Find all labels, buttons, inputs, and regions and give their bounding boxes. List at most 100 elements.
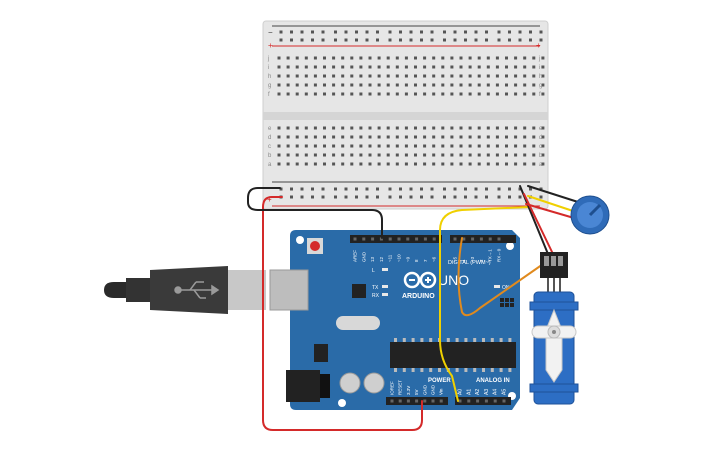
breadboard-hole[interactable] xyxy=(423,74,427,78)
breadboard-hole[interactable] xyxy=(432,65,436,69)
digital-pin[interactable] xyxy=(423,237,427,241)
rail-hole[interactable] xyxy=(376,30,379,34)
breadboard-hole[interactable] xyxy=(295,56,299,60)
breadboard-hole[interactable] xyxy=(313,144,317,148)
breadboard-hole[interactable] xyxy=(532,56,536,60)
rail-hole[interactable] xyxy=(497,30,501,34)
breadboard-hole[interactable] xyxy=(532,126,536,130)
breadboard-hole[interactable] xyxy=(450,83,454,87)
breadboard-hole[interactable] xyxy=(432,92,436,96)
breadboard-hole[interactable] xyxy=(295,135,299,139)
rail-hole[interactable] xyxy=(311,30,314,34)
wire-pwm-orange[interactable] xyxy=(457,237,547,317)
breadboard-hole[interactable] xyxy=(359,126,363,130)
breadboard-hole[interactable] xyxy=(486,162,490,166)
rail-hole[interactable] xyxy=(539,195,543,199)
breadboard-hole[interactable] xyxy=(477,83,481,87)
rail-hole[interactable] xyxy=(485,195,488,199)
breadboard-hole[interactable] xyxy=(505,65,508,69)
power-pin[interactable] xyxy=(431,399,435,403)
rail-hole[interactable] xyxy=(388,187,392,191)
breadboard-hole[interactable] xyxy=(541,135,545,139)
rail-hole[interactable] xyxy=(279,38,283,42)
breadboard-hole[interactable] xyxy=(423,153,427,157)
breadboard-hole[interactable] xyxy=(414,126,417,130)
rail-hole[interactable] xyxy=(529,30,532,34)
usb-cable[interactable] xyxy=(104,266,266,314)
breadboard-hole[interactable] xyxy=(332,83,336,87)
rail-hole[interactable] xyxy=(430,195,434,199)
breadboard-hole[interactable] xyxy=(323,65,326,69)
breadboard-hole[interactable] xyxy=(313,135,317,139)
breadboard-hole[interactable] xyxy=(332,74,336,78)
breadboard-hole[interactable] xyxy=(505,83,508,87)
rail-hole[interactable] xyxy=(365,30,369,34)
rail-hole[interactable] xyxy=(409,30,413,34)
digital-pin[interactable] xyxy=(406,237,410,241)
rail-hole[interactable] xyxy=(420,30,423,34)
breadboard-hole[interactable] xyxy=(341,144,345,148)
rail-hole[interactable] xyxy=(508,187,511,191)
breadboard-hole[interactable] xyxy=(368,162,372,166)
rail-hole[interactable] xyxy=(529,38,532,42)
breadboard-hole[interactable] xyxy=(423,144,427,148)
breadboard-hole[interactable] xyxy=(313,56,317,60)
breadboard-hole[interactable] xyxy=(368,65,372,69)
breadboard-hole[interactable] xyxy=(332,153,336,157)
breadboard-hole[interactable] xyxy=(323,162,326,166)
breadboard-hole[interactable] xyxy=(395,162,399,166)
breadboard-hole[interactable] xyxy=(341,65,345,69)
digital-pin-header[interactable] xyxy=(350,235,516,243)
breadboard-hole[interactable] xyxy=(450,153,454,157)
breadboard-hole[interactable] xyxy=(368,83,372,87)
analog-pin[interactable] xyxy=(467,399,471,403)
analog-pin[interactable] xyxy=(476,399,480,403)
breadboard-hole[interactable] xyxy=(532,144,536,148)
rail-hole[interactable] xyxy=(508,38,511,42)
breadboard-hole[interactable] xyxy=(414,83,417,87)
breadboard-hole[interactable] xyxy=(386,92,390,96)
breadboard-hole[interactable] xyxy=(341,56,345,60)
breadboard-hole[interactable] xyxy=(459,135,463,139)
breadboard-hole[interactable] xyxy=(441,126,445,130)
breadboard-hole[interactable] xyxy=(341,135,345,139)
breadboard-hole[interactable] xyxy=(486,144,490,148)
breadboard-hole[interactable] xyxy=(450,92,454,96)
rail-hole[interactable] xyxy=(420,38,423,42)
breadboard-hole[interactable] xyxy=(432,126,436,130)
breadboard-hole[interactable] xyxy=(286,135,290,139)
breadboard-hole[interactable] xyxy=(523,144,527,148)
breadboard-hole[interactable] xyxy=(395,74,399,78)
breadboard-hole[interactable] xyxy=(441,74,445,78)
breadboard-hole[interactable] xyxy=(341,83,345,87)
breadboard-hole[interactable] xyxy=(468,135,472,139)
breadboard-hole[interactable] xyxy=(450,74,454,78)
breadboard-hole[interactable] xyxy=(404,74,408,78)
breadboard-hole[interactable] xyxy=(395,153,399,157)
rail-hole[interactable] xyxy=(376,38,379,42)
breadboard-hole[interactable] xyxy=(477,144,481,148)
breadboard-hole[interactable] xyxy=(486,126,490,130)
rail-hole[interactable] xyxy=(321,195,325,199)
power-pin[interactable] xyxy=(398,399,402,403)
breadboard-hole[interactable] xyxy=(541,153,545,157)
power-pin[interactable] xyxy=(406,399,410,403)
rail-hole[interactable] xyxy=(497,195,501,199)
breadboard-hole[interactable] xyxy=(286,126,290,130)
breadboard-hole[interactable] xyxy=(295,144,299,148)
breadboard-hole[interactable] xyxy=(368,56,372,60)
rail-hole[interactable] xyxy=(365,187,369,191)
wire-pot-vcc[interactable] xyxy=(525,203,575,219)
breadboard-hole[interactable] xyxy=(468,74,472,78)
breadboard-hole[interactable] xyxy=(514,65,518,69)
breadboard-hole[interactable] xyxy=(386,135,390,139)
breadboard-hole[interactable] xyxy=(304,126,308,130)
breadboard-hole[interactable] xyxy=(395,135,399,139)
breadboard-hole[interactable] xyxy=(368,135,372,139)
rail-hole[interactable] xyxy=(420,195,423,199)
breadboard-hole[interactable] xyxy=(532,83,536,87)
breadboard-hole[interactable] xyxy=(350,162,354,166)
breadboard-hole[interactable] xyxy=(541,126,545,130)
breadboard-hole[interactable] xyxy=(277,126,281,130)
